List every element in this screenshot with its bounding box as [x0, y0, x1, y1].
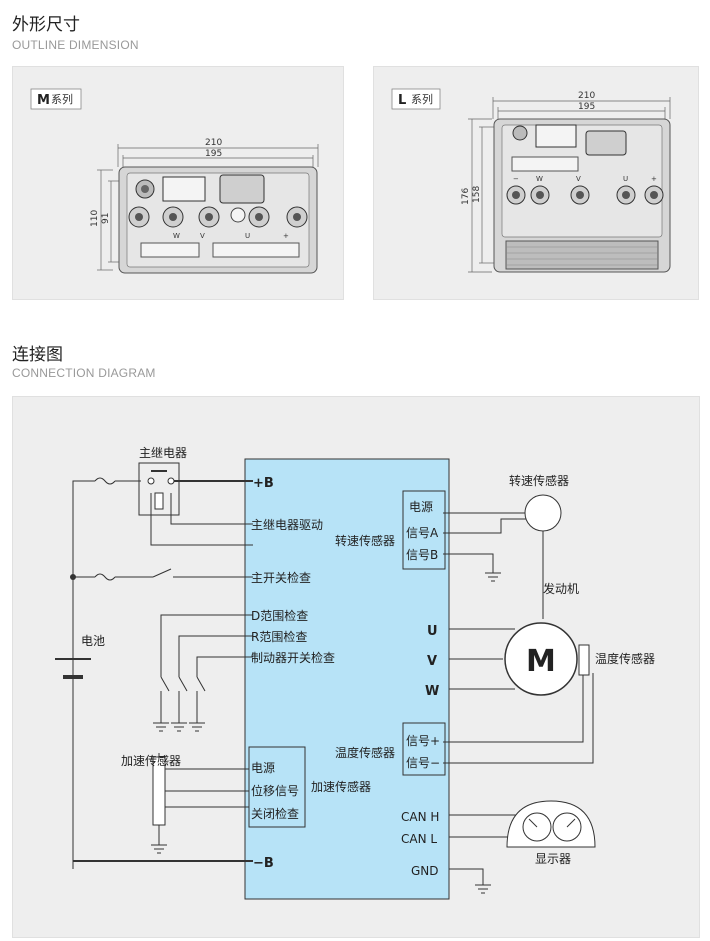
temp-sensor-symbol — [578, 644, 590, 676]
l-series-text: 系列 — [411, 92, 433, 106]
accel-close-check-label: 关闭检查 — [251, 806, 299, 821]
l-terminal-plus: + — [651, 175, 657, 183]
engine-label: 发动机 — [543, 581, 579, 596]
temp-sensor-inner-label: 温度传感器 — [335, 745, 395, 760]
speed-sensor-symbol — [524, 494, 562, 532]
d-range-check-label: D范围检查 — [251, 608, 308, 623]
speed-power-label: 电源 — [409, 500, 433, 514]
motor-symbol — [504, 622, 578, 696]
m-series-text: 系列 — [51, 92, 73, 106]
main-relay-label: 主继电器 — [139, 446, 187, 460]
l-terminal-v: V — [576, 175, 581, 183]
gnd-label: GND — [411, 864, 439, 878]
outline-subtitle: OUTLINE DIMENSION — [12, 38, 139, 52]
m-dim-outer: 210 — [205, 138, 222, 148]
accel-sensor-outer-label: 加速传感器 — [121, 753, 181, 768]
connection-panel: M 主继电器 电池 加速传感器 转速传感器 发动机 温度传感器 显示器 +B −… — [12, 396, 700, 938]
v-terminal: V — [427, 654, 437, 669]
m-terminal-v: V — [200, 232, 205, 240]
controller-block — [244, 458, 450, 900]
l-dim-height-outer: 176 — [461, 188, 471, 205]
w-terminal: W — [425, 684, 439, 699]
l-terminal-minus: − — [513, 175, 519, 183]
speed-sensor-inner-label: 转速传感器 — [335, 533, 395, 548]
accel-sensor-terminal-box — [248, 746, 306, 828]
l-series-drawing: L 系列 210 195 176 158 — [391, 88, 671, 273]
display-label: 显示器 — [535, 852, 571, 866]
m-dim-height-outer: 110 — [90, 210, 100, 227]
speed-sensor-terminal-box — [402, 490, 446, 570]
m-series-drawing: M 系列 210 195 110 91 — [30, 88, 319, 274]
l-series-letter: L — [398, 93, 406, 108]
m-series-panel: M 系列 210 195 110 91 — [12, 66, 344, 300]
speed-sensor-outer-label: 转速传感器 — [509, 473, 569, 488]
accel-power-label: 电源 — [251, 761, 275, 775]
m-series-tag: M 系列 — [30, 88, 82, 110]
m-controller-housing: W V U + — [118, 166, 318, 274]
signal-minus-label: 信号− — [406, 756, 440, 770]
main-switch-check-label: 主开关检查 — [251, 570, 311, 585]
m-terminal-u: U — [245, 232, 250, 240]
m-terminal-plus: + — [283, 232, 289, 240]
l-dim-inner: 195 — [578, 102, 595, 112]
brake-switch-check-label: 制动器开关检查 — [251, 650, 335, 665]
connection-subtitle: CONNECTION DIAGRAM — [12, 366, 156, 380]
plus-b-terminal: +B — [253, 476, 274, 491]
motor-letter: M — [526, 644, 556, 679]
l-dim-outer: 210 — [578, 91, 595, 101]
m-dim-height-inner: 91 — [101, 213, 111, 224]
outline-title: 外形尺寸 — [12, 15, 80, 35]
temp-sensor-outer-label: 温度传感器 — [595, 651, 655, 666]
connection-drawing: M 主继电器 电池 加速传感器 转速传感器 发动机 温度传感器 显示器 +B −… — [55, 446, 655, 900]
accel-sensor-symbol — [152, 756, 166, 826]
signal-b-label: 信号B — [406, 548, 438, 562]
m-terminal-w: W — [173, 232, 180, 240]
main-relay-symbol — [138, 462, 180, 516]
battery-symbol — [55, 658, 91, 679]
battery-label: 电池 — [81, 634, 105, 648]
signal-a-label: 信号A — [406, 526, 439, 540]
display-gauge-icon — [506, 800, 596, 848]
ground-symbols — [151, 572, 501, 894]
m-dim-inner: 195 — [205, 149, 222, 159]
temp-sensor-terminal-box — [402, 722, 446, 776]
accel-signal-label: 位移信号 — [251, 783, 299, 798]
minus-b-terminal: −B — [253, 856, 274, 871]
u-terminal: U — [427, 624, 438, 639]
relay-drive-label: 主继电器驱动 — [251, 518, 323, 532]
junction-dot — [70, 574, 76, 580]
r-range-check-label: R范围检查 — [251, 629, 307, 644]
can-h-label: CAN H — [401, 810, 439, 824]
l-terminal-u: U — [623, 175, 628, 183]
l-terminal-w: W — [536, 175, 543, 183]
connection-title: 连接图 — [12, 345, 63, 365]
m-series-letter: M — [37, 93, 50, 108]
accel-sensor-inner-label: 加速传感器 — [311, 779, 371, 794]
l-dim-height-inner: 158 — [472, 186, 482, 203]
can-l-label: CAN L — [401, 832, 437, 846]
l-controller-housing: − W V U + — [493, 118, 671, 273]
signal-plus-label: 信号+ — [406, 734, 440, 748]
l-series-panel: L 系列 210 195 176 158 — [373, 66, 699, 300]
l-series-tag: L 系列 — [391, 88, 441, 110]
